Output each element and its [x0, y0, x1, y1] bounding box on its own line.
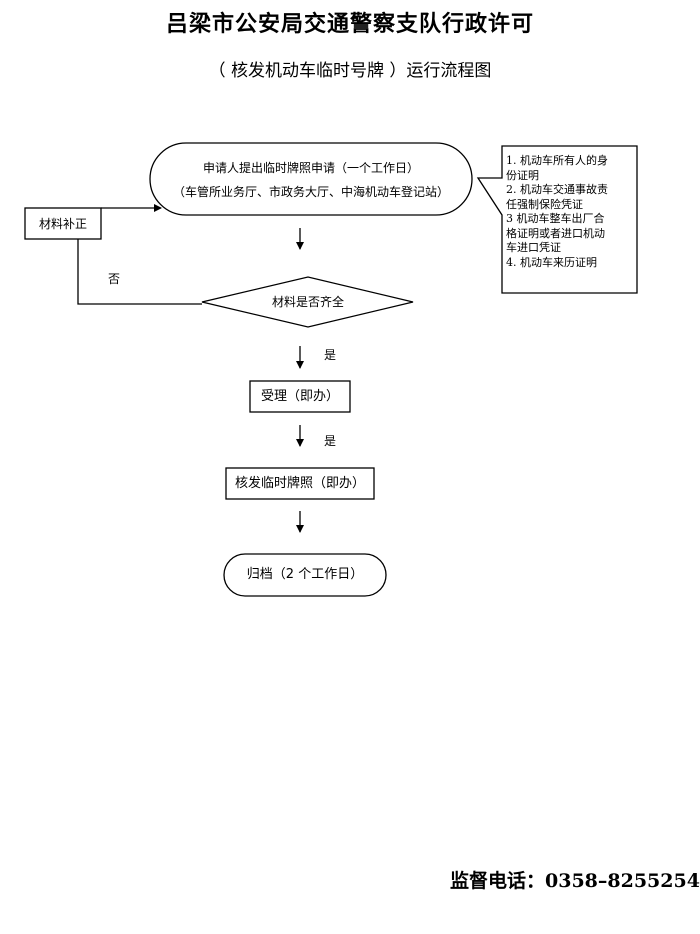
accept-node: 受理（即办）	[260, 389, 339, 404]
materials-list: 1. 机动车所有人的身 份证明 2. 机动车交通事故责 任强制保险凭证 3 机动…	[506, 154, 634, 270]
page-subtitle: （ 核发机动车临时号牌 ）运行流程图	[208, 61, 492, 81]
materials-line: 任强制保险凭证	[506, 197, 583, 211]
supervision-phone: 监督电话：0358–8255254	[450, 870, 700, 892]
accept-node-shape	[249, 380, 351, 413]
materials-callout-shape	[476, 145, 638, 294]
correction-node: 材料补正	[38, 217, 87, 231]
materials-line: 1. 机动车所有人的身	[506, 154, 608, 167]
yes-branch-label-1: 是	[324, 348, 337, 362]
archive-node-shape	[223, 553, 387, 597]
apply-node-line2: （车管所业务厅、市政务大厅、中海机动车登记站）	[172, 185, 449, 199]
materials-line: 3 机动车整车出厂合	[506, 212, 605, 225]
materials-line: 份证明	[506, 168, 539, 182]
materials-line: 4. 机动车来历证明	[506, 255, 597, 269]
issue-node-shape	[225, 467, 375, 500]
materials-line: 格证明或者进口机动	[506, 226, 605, 240]
no-branch-label: 否	[108, 272, 121, 286]
materials-line: 2. 机动车交通事故责	[506, 183, 608, 196]
apply-node-shape	[149, 142, 473, 216]
correction-node-shape	[24, 207, 102, 240]
check-node-shape	[201, 276, 414, 328]
materials-line: 车进口凭证	[506, 241, 561, 254]
apply-node: 申请人提出临时牌照申请（一个工作日） （车管所业务厅、市政务大厅、中海机动车登记…	[150, 160, 472, 200]
page-title: 吕梁市公安局交通警察支队行政许可	[165, 11, 534, 37]
archive-node: 归档（2 个工作日）	[246, 567, 364, 582]
yes-branch-label-2: 是	[324, 434, 337, 448]
issue-node: 核发临时牌照（即办）	[234, 476, 365, 491]
apply-node-line1: 申请人提出临时牌照申请（一个工作日）	[202, 161, 419, 175]
check-node: 材料是否齐全	[271, 295, 344, 309]
no-branch-line	[77, 239, 202, 305]
